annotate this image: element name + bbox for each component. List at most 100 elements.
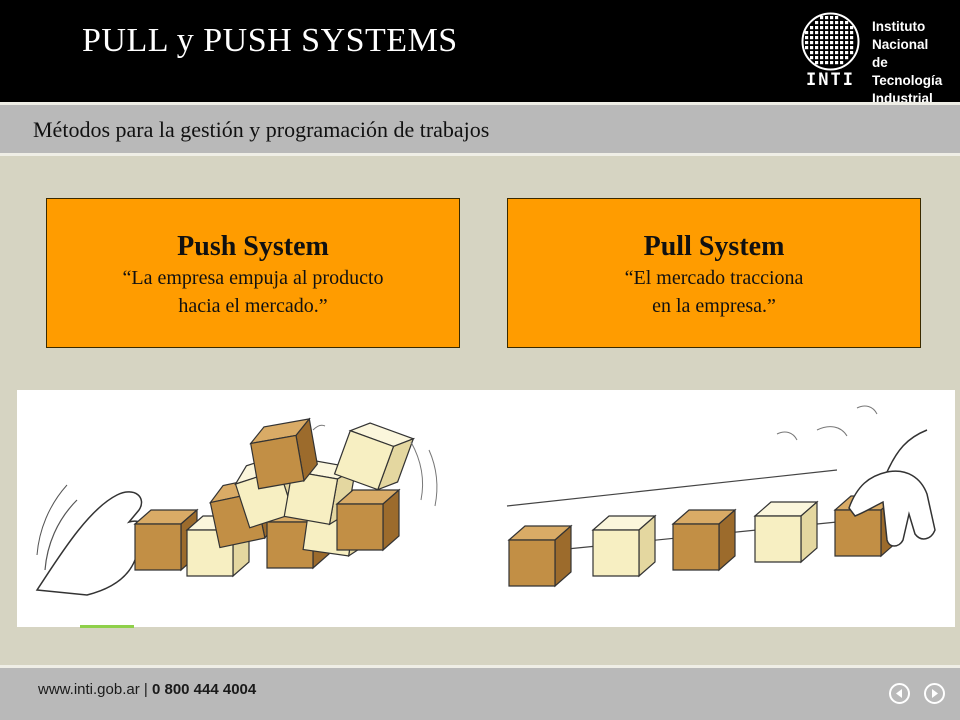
logo-dot <box>840 36 844 40</box>
logo-dot <box>835 46 839 50</box>
logo-ring <box>801 12 860 71</box>
push-system-quote-line-1: “La empresa empuja al producto <box>122 267 384 289</box>
logo-dot <box>835 56 839 60</box>
logo-dot <box>815 51 819 55</box>
logo-dot <box>845 31 849 35</box>
logo-dot <box>835 41 839 45</box>
push-system-box: Push System “La empresa empuja al produc… <box>46 198 460 348</box>
logo-text: Instituto Nacional de Tecnología Industr… <box>872 18 960 108</box>
green-accent-mark <box>80 625 134 628</box>
logo-dot <box>850 26 854 30</box>
logo-dot <box>815 61 819 65</box>
subtitle-band <box>0 105 960 153</box>
push-pull-illustration <box>17 390 955 627</box>
logo-dot <box>820 41 824 45</box>
logo-dot <box>830 41 834 45</box>
logo-dot <box>815 46 819 50</box>
next-slide-button[interactable] <box>924 683 945 704</box>
logo-dot <box>825 46 829 50</box>
header-divider <box>0 102 960 105</box>
logo-dot <box>815 56 819 60</box>
logo-dot <box>840 41 844 45</box>
logo-dot <box>845 51 849 55</box>
pull-motion-lines <box>776 405 878 441</box>
logo-dot <box>830 61 834 65</box>
logo-dot <box>820 46 824 50</box>
pull-system-title: Pull System <box>643 231 785 262</box>
pull-cubes <box>508 495 898 587</box>
logo-dot <box>805 46 809 50</box>
arrow-left-icon <box>896 689 902 698</box>
logo-dot <box>815 21 819 25</box>
push-system-quote-line-2: hacia el mercado.” <box>178 295 328 317</box>
logo-dot <box>810 41 814 45</box>
logo-dot <box>820 61 824 65</box>
logo-dot <box>835 26 839 30</box>
logo-dot <box>835 61 839 65</box>
push-cubes <box>134 416 414 577</box>
pull-hand-icon <box>848 429 936 547</box>
previous-slide-button[interactable] <box>889 683 910 704</box>
logo-dot <box>805 31 809 35</box>
logo-dot <box>830 31 834 35</box>
logo-dot <box>820 31 824 35</box>
logo-dot <box>845 56 849 60</box>
arrow-right-icon <box>932 689 938 698</box>
logo-dot <box>850 31 854 35</box>
logo-dot <box>835 21 839 25</box>
logo-dot <box>825 16 829 20</box>
logo-dot <box>825 36 829 40</box>
logo-dot <box>835 36 839 40</box>
logo-dot <box>815 36 819 40</box>
logo-dot <box>825 26 829 30</box>
logo-dot <box>830 51 834 55</box>
logo-dot <box>830 36 834 40</box>
logo-acronym: INTI <box>806 70 855 90</box>
logo-dot <box>835 51 839 55</box>
logo-dot <box>810 56 814 60</box>
logo-line-2: Nacional <box>872 37 929 52</box>
logo-dot <box>850 46 854 50</box>
footer-bar <box>0 668 960 720</box>
logo-dot <box>825 51 829 55</box>
slide-subtitle: Métodos para la gestión y programación d… <box>33 117 490 142</box>
pull-system-quote-line-2: en la empresa.” <box>652 295 776 317</box>
logo-dot <box>810 51 814 55</box>
logo-dot <box>840 56 844 60</box>
logo-dot <box>830 26 834 30</box>
logo-dot <box>820 36 824 40</box>
logo-dot <box>820 56 824 60</box>
logo-dot <box>845 36 849 40</box>
footer-url[interactable]: www.inti.gob.ar <box>38 681 140 698</box>
footer-contact: www.inti.gob.ar | 0 800 444 4004 <box>38 681 256 698</box>
logo-dot <box>810 31 814 35</box>
logo-dot <box>810 36 814 40</box>
push-motion-lines <box>312 424 438 507</box>
logo-dot <box>840 61 844 65</box>
header-bar: PULL y PUSH SYSTEMS INTI Instituto Nacio… <box>0 0 960 106</box>
logo-dot <box>815 26 819 30</box>
logo-dot <box>830 21 834 25</box>
logo-dot <box>830 46 834 50</box>
logo-dot <box>850 41 854 45</box>
logo-dot <box>825 21 829 25</box>
page-title: PULL y PUSH SYSTEMS <box>82 22 458 59</box>
logo-dot <box>825 61 829 65</box>
cubes-illustration <box>35 405 936 596</box>
logo-dot <box>845 46 849 50</box>
footer-separator: | <box>143 681 148 698</box>
logo-dot <box>815 41 819 45</box>
logo-line-3: de Tecnología <box>872 55 943 88</box>
logo-dot <box>850 36 854 40</box>
subtitle-divider <box>0 153 960 156</box>
logo-dot <box>825 56 829 60</box>
logo-dot <box>815 31 819 35</box>
logo-line-1: Instituto <box>872 19 926 34</box>
pull-system-quote-line-1: “El mercado tracciona <box>624 267 804 289</box>
logo-dot <box>805 36 809 40</box>
pull-system-box: Pull System “El mercado tracciona en la … <box>507 198 921 348</box>
logo-dot <box>840 31 844 35</box>
logo-dot <box>805 41 809 45</box>
logo-dot <box>840 51 844 55</box>
logo-dot <box>840 26 844 30</box>
